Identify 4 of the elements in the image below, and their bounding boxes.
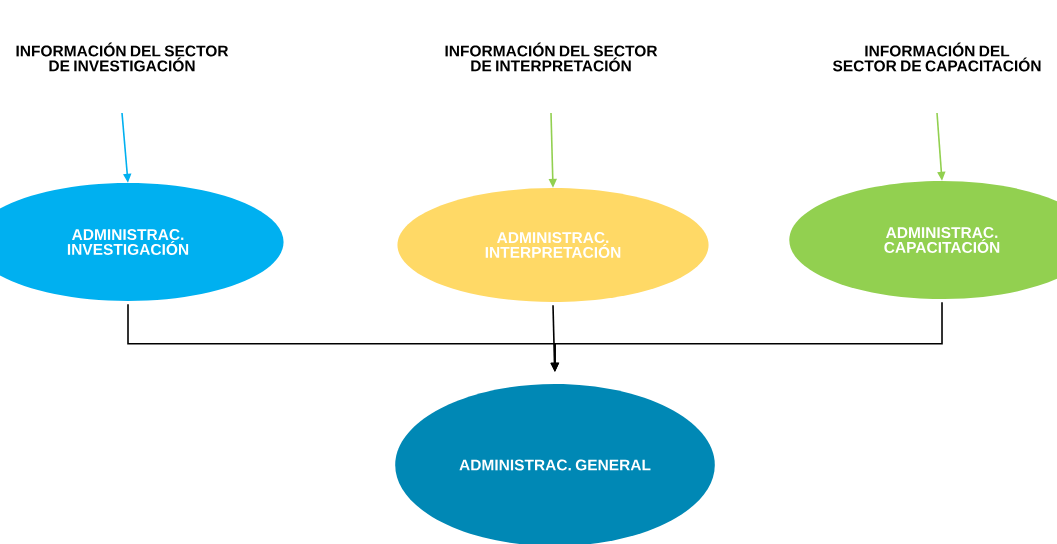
- heading-text: INFORMACIÓN DEL SECTOR DE INVESTIGACIÓN: [16, 42, 229, 72]
- heading-text: INFORMACIÓN DEL SECTOR DE CAPACITACIÓN: [832, 42, 1041, 72]
- ellipse-node: ADMINISTRAC. INTERPRETACIÓN: [397, 188, 709, 302]
- heading-text: INFORMACIÓN DEL SECTOR DE INTERPRETACIÓN: [445, 42, 658, 72]
